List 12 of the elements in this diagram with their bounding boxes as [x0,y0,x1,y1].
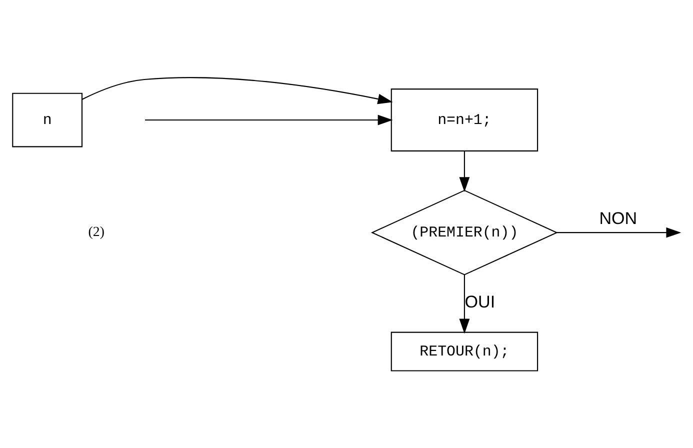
node-box: n=n+1; [390,88,538,152]
edge-label: OUI [464,292,496,312]
arrow [459,274,470,334]
arrow [459,150,470,192]
node-box: n [12,92,83,148]
node-box: RETOUR(n); [390,332,538,372]
arrow [82,77,393,104]
arrow [145,114,393,126]
node-diamond: (PREMIER(n)) [370,190,558,276]
arrow [556,227,682,238]
label: (2) [88,224,104,240]
edge-label: NON [599,208,638,228]
